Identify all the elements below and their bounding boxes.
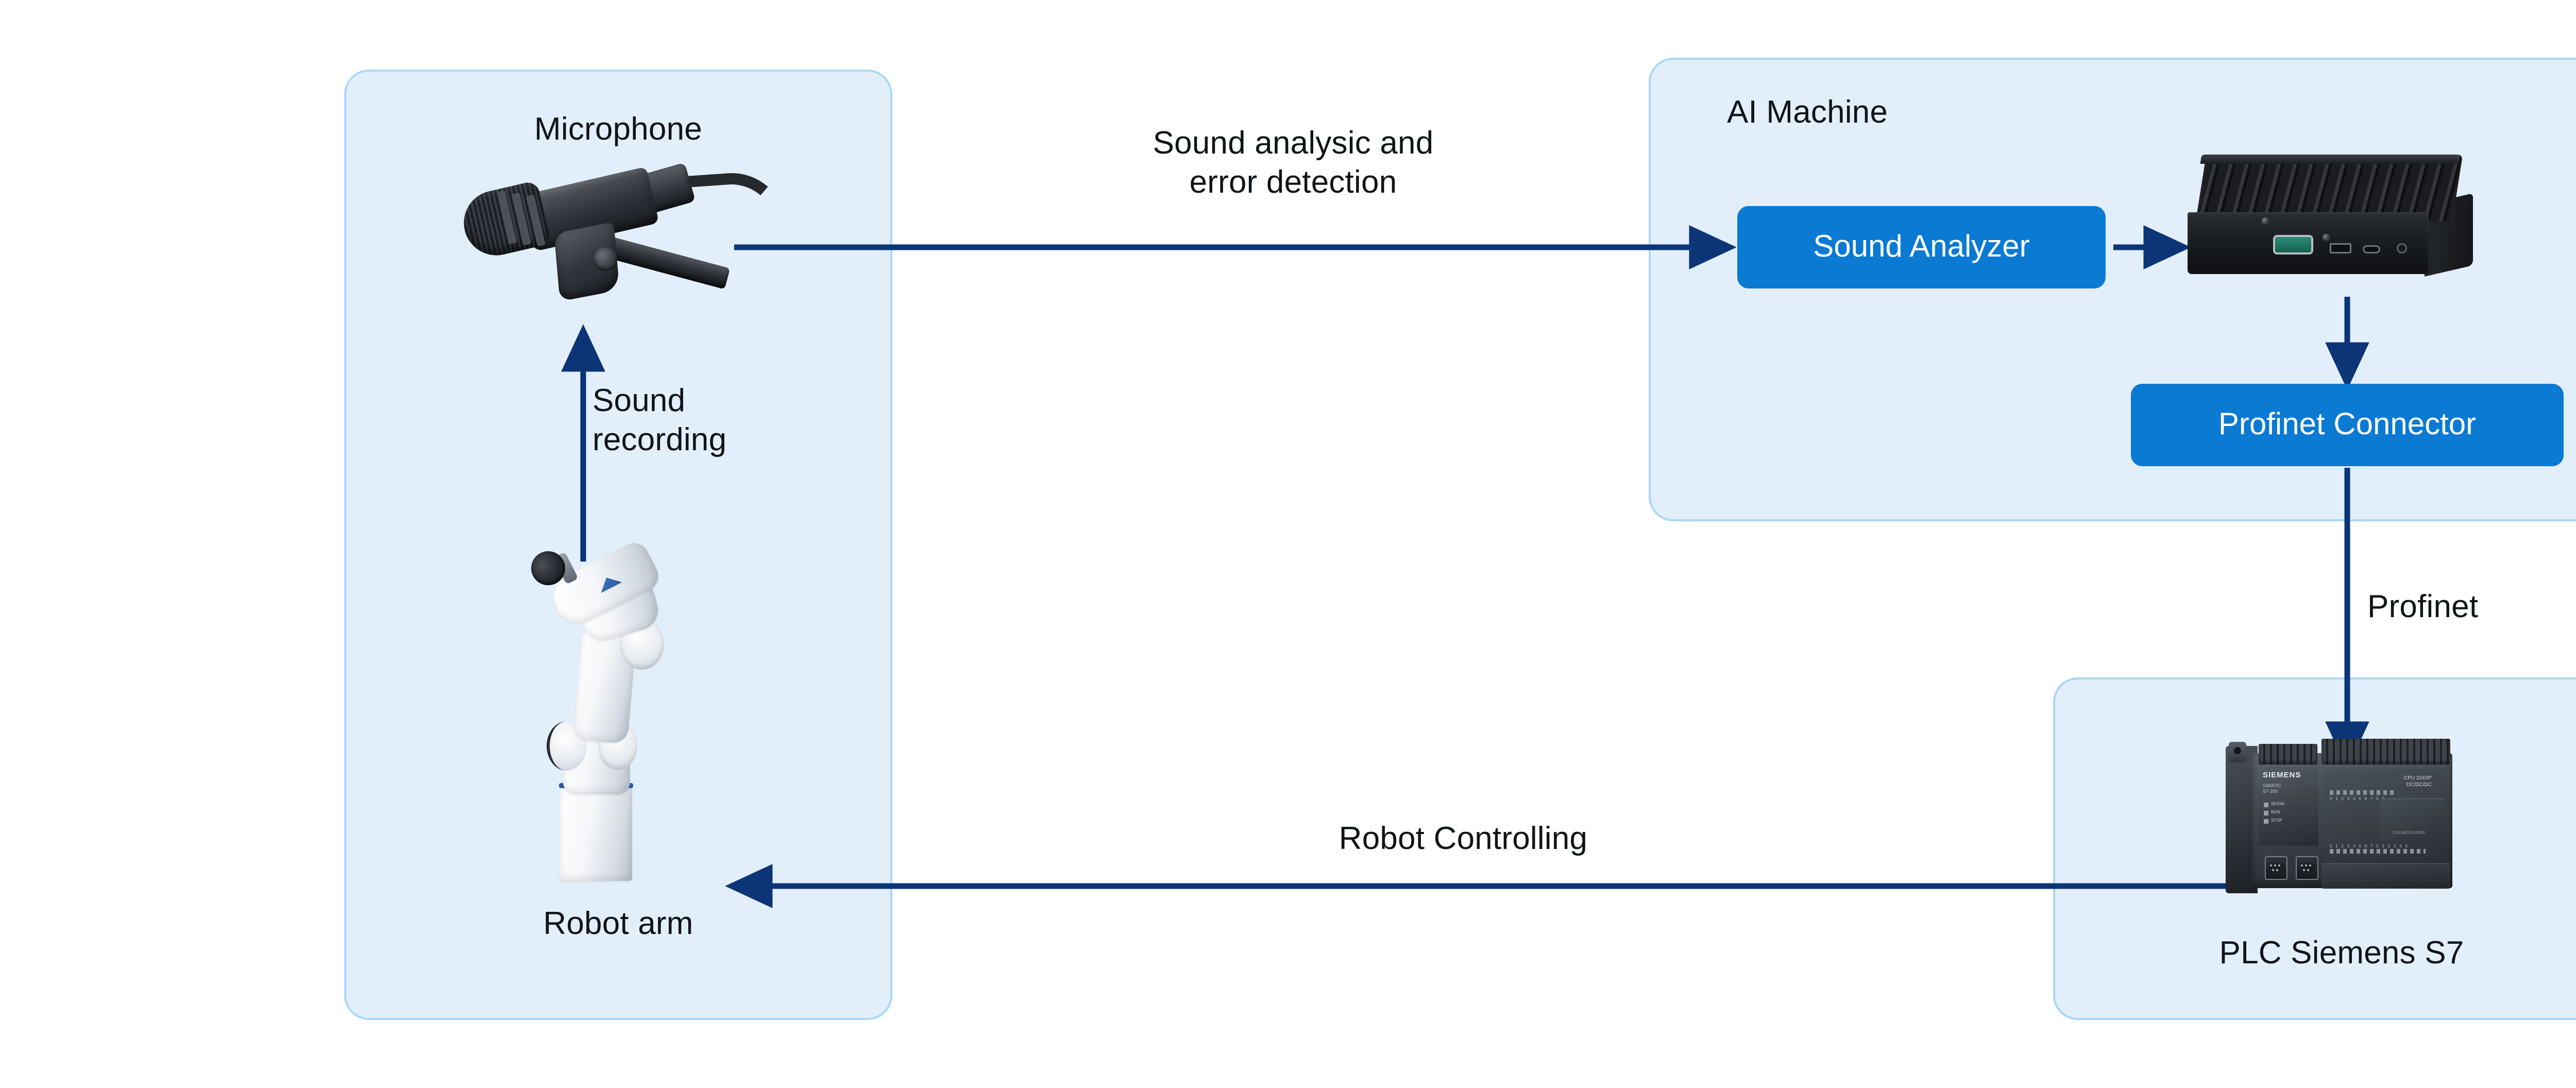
- plc-order-number-text: 214-2AD23-0XB0: [2393, 830, 2425, 835]
- process-box-profinet-connector[interactable]: Profinet Connector: [2131, 384, 2564, 466]
- plc-led-label-stop: STOP: [2271, 818, 2282, 823]
- plc-io-top-label: 0 1 2 3 4 5 6 7 0 1: [2330, 796, 2386, 801]
- label-robot-arm: Robot arm: [543, 906, 693, 941]
- plc-led-label-run: RUN: [2271, 810, 2280, 814]
- serial-com-port-icon: [2275, 237, 2311, 252]
- plc-siemens-image: SIEMENS SIMATIC S7-200 SF/DIA RUN STOP 0…: [2221, 721, 2468, 907]
- microphone-image: [453, 162, 787, 314]
- plc-io-bottom-label: 0 1 2 3 4 5 6 7 0 1 2 3 4 5: [2330, 844, 2409, 848]
- plc-brand-text: SIEMENS: [2263, 771, 2301, 779]
- plc-family-text: SIMATIC S7-200: [2263, 783, 2281, 794]
- robot-arm-image: [502, 538, 698, 881]
- label-microphone: Microphone: [534, 111, 702, 147]
- label-plc-siemens: PLC Siemens S7: [2219, 935, 2464, 971]
- dsub-port-2-icon: [2296, 856, 2318, 880]
- label-sound-recording-edge: Sound recording: [592, 383, 727, 457]
- label-robot-controlling-edge: Robot Controlling: [1338, 821, 1588, 856]
- hdmi-port-icon: [2330, 243, 2351, 253]
- plc-led-label-sf: SF/DIA: [2271, 802, 2284, 806]
- dsub-port-1-icon: [2265, 856, 2287, 880]
- usb-c-port-icon: [2363, 245, 2380, 253]
- label-ai-machine: AI Machine: [1727, 94, 1888, 130]
- mini-pc-image: [2184, 155, 2473, 283]
- plc-cpu-text: CPU 224XP DC/DC/DC: [2404, 775, 2432, 788]
- label-sound-analysis-edge: Sound analysic and error detection: [1153, 125, 1434, 200]
- label-profinet-edge: Profinet: [2367, 589, 2479, 624]
- process-box-sound-analyzer[interactable]: Sound Analyzer: [1737, 206, 2106, 288]
